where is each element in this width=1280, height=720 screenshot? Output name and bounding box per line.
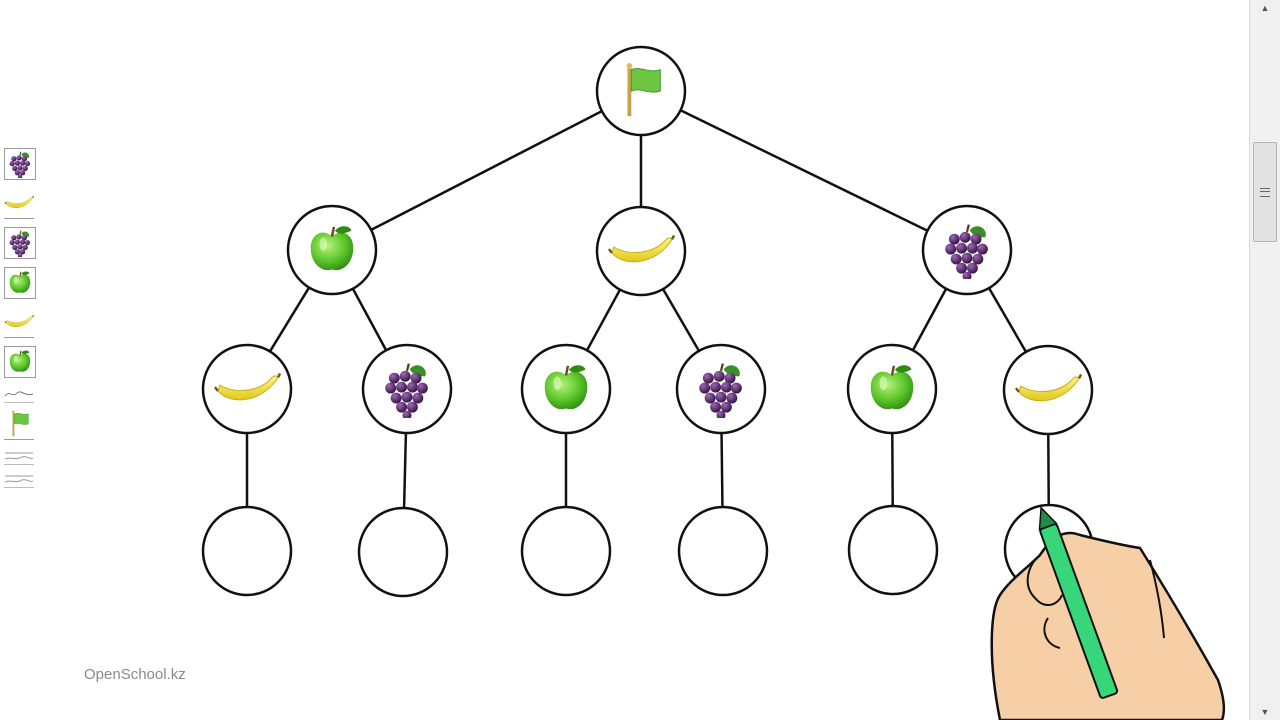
thumbnail-strip [4, 148, 38, 494]
level1-node-2 [921, 204, 1013, 296]
empty-leaf-node-4-circle [847, 504, 939, 596]
empty-leaf-node-2-circle [520, 505, 612, 597]
scroll-up-button[interactable]: ▲ [1252, 0, 1278, 16]
level2-node-4 [846, 343, 938, 435]
level1-node-2-circle [921, 204, 1013, 296]
empty-leaf-node-0 [201, 505, 293, 597]
level2-node-5 [1002, 344, 1094, 436]
level2-node-0-circle [201, 343, 293, 435]
level2-node-1-circle [361, 343, 453, 435]
root-node-circle [595, 45, 687, 137]
edge-l1-to-l2-1 [351, 288, 388, 351]
edge-l1-to-l2-2 [585, 289, 622, 351]
thumbnail-apple-2[interactable] [4, 346, 36, 378]
thumbnail-scribble-3[interactable] [4, 471, 34, 488]
thumbnail-grapes[interactable] [4, 148, 36, 180]
drawing-hand-illustration [990, 506, 1226, 720]
edge-root-to-l1-0 [370, 110, 603, 231]
apple-icon [9, 349, 31, 373]
empty-leaf-node-4 [847, 504, 939, 596]
thumbnail-banana-2[interactable] [4, 307, 34, 338]
edge-l1-to-l2-3 [661, 288, 701, 352]
flag-icon [11, 410, 29, 437]
empty-leaf-node-0-circle [201, 505, 293, 597]
level1-node-0 [286, 204, 378, 296]
apple-icon [9, 270, 31, 294]
thumbnail-scribble[interactable] [4, 386, 34, 403]
grapes-icon [8, 230, 31, 257]
empty-leaf-node-1-circle [357, 506, 449, 598]
edge-l1-to-l2-0 [268, 286, 311, 353]
banana-icon [4, 314, 34, 328]
level2-node-0 [201, 343, 293, 435]
edge-l2-to-l3-3 [720, 432, 724, 508]
grapes-icon [8, 151, 31, 178]
empty-leaf-node-1 [357, 506, 449, 598]
edge-l1-to-l2-4 [911, 288, 948, 351]
edge-l2-to-l3-1 [402, 432, 408, 509]
triangle-down-icon: ▼ [1260, 707, 1270, 717]
empty-leaf-node-3 [677, 505, 769, 597]
level2-node-3 [675, 343, 767, 435]
tree-edges [245, 109, 1050, 509]
level1-node-1-circle [595, 205, 687, 297]
scroll-thumb[interactable] [1253, 142, 1277, 242]
tree-diagram [201, 45, 1226, 720]
level2-node-2 [520, 343, 612, 435]
level2-node-3-circle [675, 343, 767, 435]
thumbnail-banana[interactable] [4, 188, 34, 219]
vertical-scrollbar[interactable]: ▲ ▼ [1249, 0, 1280, 720]
thumbnail-apple[interactable] [4, 267, 36, 299]
level1-node-1 [595, 205, 687, 297]
site-credit: OpenSchool.kz [84, 666, 186, 683]
scribble-icon [4, 475, 34, 483]
tree-nodes [201, 45, 1095, 598]
scribble-icon [4, 391, 34, 397]
empty-leaf-node-2 [520, 505, 612, 597]
thumbnail-grapes-2[interactable] [4, 227, 36, 259]
level2-node-5-circle [1002, 344, 1094, 436]
thumbnail-flag[interactable] [4, 409, 34, 440]
grip-icon [1260, 187, 1270, 197]
scroll-down-button[interactable]: ▼ [1252, 704, 1278, 720]
edge-l1-to-l2-5 [987, 287, 1028, 353]
triangle-up-icon: ▲ [1260, 3, 1270, 13]
thumbnail-scribble-2[interactable] [4, 448, 34, 465]
scribble-icon [4, 452, 34, 460]
banana-icon [4, 195, 34, 209]
root-node [595, 45, 687, 137]
level2-node-1 [361, 343, 453, 435]
empty-leaf-node-3-circle [677, 505, 769, 597]
edge-root-to-l1-2 [679, 109, 929, 232]
